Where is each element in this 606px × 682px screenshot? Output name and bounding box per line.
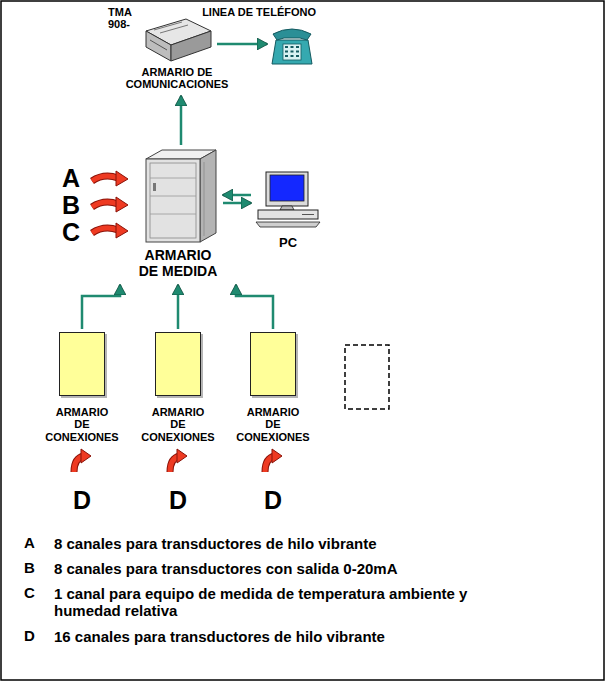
cabinet-icon-part-part [150, 163, 196, 238]
node-label: ARMARIO DE COMUNICACIONES [104, 66, 250, 91]
input-arrow-body [92, 228, 118, 233]
input-arrow-head [116, 171, 128, 186]
phone-icon-part-part [272, 40, 312, 64]
cabinet-icon [142, 148, 220, 244]
connection-cabinet: ARMARIO DE CONEXIONES [228, 332, 318, 445]
phone-icon-part-part-part [285, 51, 288, 53]
legend-text: 8 canales para transductores con salida … [54, 561, 524, 578]
pc-icon-part [254, 170, 322, 228]
cabinet-icon-part-part [150, 178, 196, 179]
phone-icon-part-part [285, 46, 299, 57]
legend-text: 16 canales para transductores de hilo vi… [54, 629, 524, 646]
cabinet-box [250, 332, 296, 396]
input-arrow-head [116, 197, 128, 212]
node-label: ARMARIO DE MEDIDA [138, 248, 218, 279]
flow-arrow [82, 285, 120, 329]
cabinet-icon-part-part [150, 214, 196, 215]
key-letter: C [62, 218, 80, 246]
phone-icon-part-part [283, 44, 301, 60]
equipment-node: LINEA DE TELÉFONO [160, 4, 316, 68]
flow-arrow [180, 96, 183, 145]
dashed-spare-box [345, 345, 389, 409]
equipment-node: ARMARIO DE MEDIDA [112, 148, 244, 282]
legend-text: 8 canales para transductores de hilo vib… [54, 536, 524, 553]
pc-icon-part-part [258, 210, 318, 219]
flow-arrow [217, 43, 267, 46]
tma-icon-part-part [171, 31, 211, 61]
phone-icon-part-part-part [296, 46, 299, 48]
input-arrow-head [116, 223, 128, 238]
phone-icon-part-part-part [285, 55, 288, 57]
tma-icon [142, 16, 214, 64]
flow-arrow [177, 285, 180, 329]
phone-icon-part [270, 24, 314, 66]
tma-icon-part-part [154, 22, 182, 30]
cabinet-icon-part-part [153, 183, 156, 191]
phone-icon [270, 24, 314, 66]
tma-icon-part-part [160, 25, 188, 33]
cabinet-icon-part-part [204, 162, 205, 236]
input-arrow-body [92, 202, 118, 207]
equipment-node: PC [252, 170, 324, 253]
pc-icon [254, 170, 322, 228]
node-label: ARMARIO DE CONEXIONES [137, 406, 219, 443]
key-letter: A [24, 535, 35, 552]
flow-arrow [236, 285, 273, 329]
pc-icon-part-part [302, 214, 314, 215]
cabinet-icon-part-part [200, 150, 216, 242]
pc-icon-part-part [270, 175, 304, 201]
pc-icon-part-part [256, 222, 320, 227]
key-letter: C [24, 585, 35, 602]
flow-arrow [223, 202, 251, 205]
node-label: ARMARIO DE CONEXIONES [41, 406, 123, 443]
tma-icon-part-part [146, 31, 171, 61]
node-label: ARMARIO DE CONEXIONES [232, 406, 314, 443]
input-arrow-head [177, 449, 187, 463]
phone-icon-part-part-part [296, 51, 299, 53]
pc-icon-part-part [280, 206, 294, 210]
connection-cabinet: ARMARIO DE CONEXIONES [37, 332, 127, 445]
cabinet-icon-part-part [150, 196, 196, 197]
node-label: PC [252, 236, 324, 251]
phone-icon-part-part-part [285, 46, 288, 48]
input-arrow-outline [92, 176, 118, 181]
cabinet-box [59, 332, 105, 396]
phone-icon-part-part-part [291, 51, 294, 53]
phone-icon-part-part-part [291, 46, 294, 48]
phone-icon-part-part-part [291, 55, 294, 57]
tma-icon-part [142, 16, 214, 64]
key-letter: D [169, 486, 187, 514]
legend-text: 1 canal para equipo de medida de tempera… [54, 586, 514, 620]
tma-icon-part-part [150, 40, 167, 50]
pc-icon-part-part [266, 172, 308, 206]
key-letter: D [264, 486, 282, 514]
key-letter: B [24, 560, 35, 577]
key-letter: D [24, 628, 35, 645]
key-letter: B [62, 191, 80, 219]
key-letter: D [73, 486, 91, 514]
flow-arrow [223, 194, 251, 197]
input-arrow-outline [92, 228, 118, 233]
node-label: LINEA DE TELÉFONO [160, 6, 316, 18]
input-arrow-outline [92, 202, 118, 207]
input-arrow-head [81, 449, 91, 463]
input-arrow-body [92, 176, 118, 181]
cabinet-icon-part-part [146, 159, 200, 242]
key-letter: A [62, 164, 80, 192]
cabinet-box [155, 332, 201, 396]
phone-icon-part-part-part [296, 55, 299, 57]
phone-icon-part-part [273, 29, 311, 40]
cabinet-icon-part [142, 148, 220, 244]
node-label: TMA 908- [108, 6, 148, 31]
input-arrow-head [272, 449, 282, 463]
connection-cabinet: ARMARIO DE CONEXIONES [133, 332, 223, 445]
